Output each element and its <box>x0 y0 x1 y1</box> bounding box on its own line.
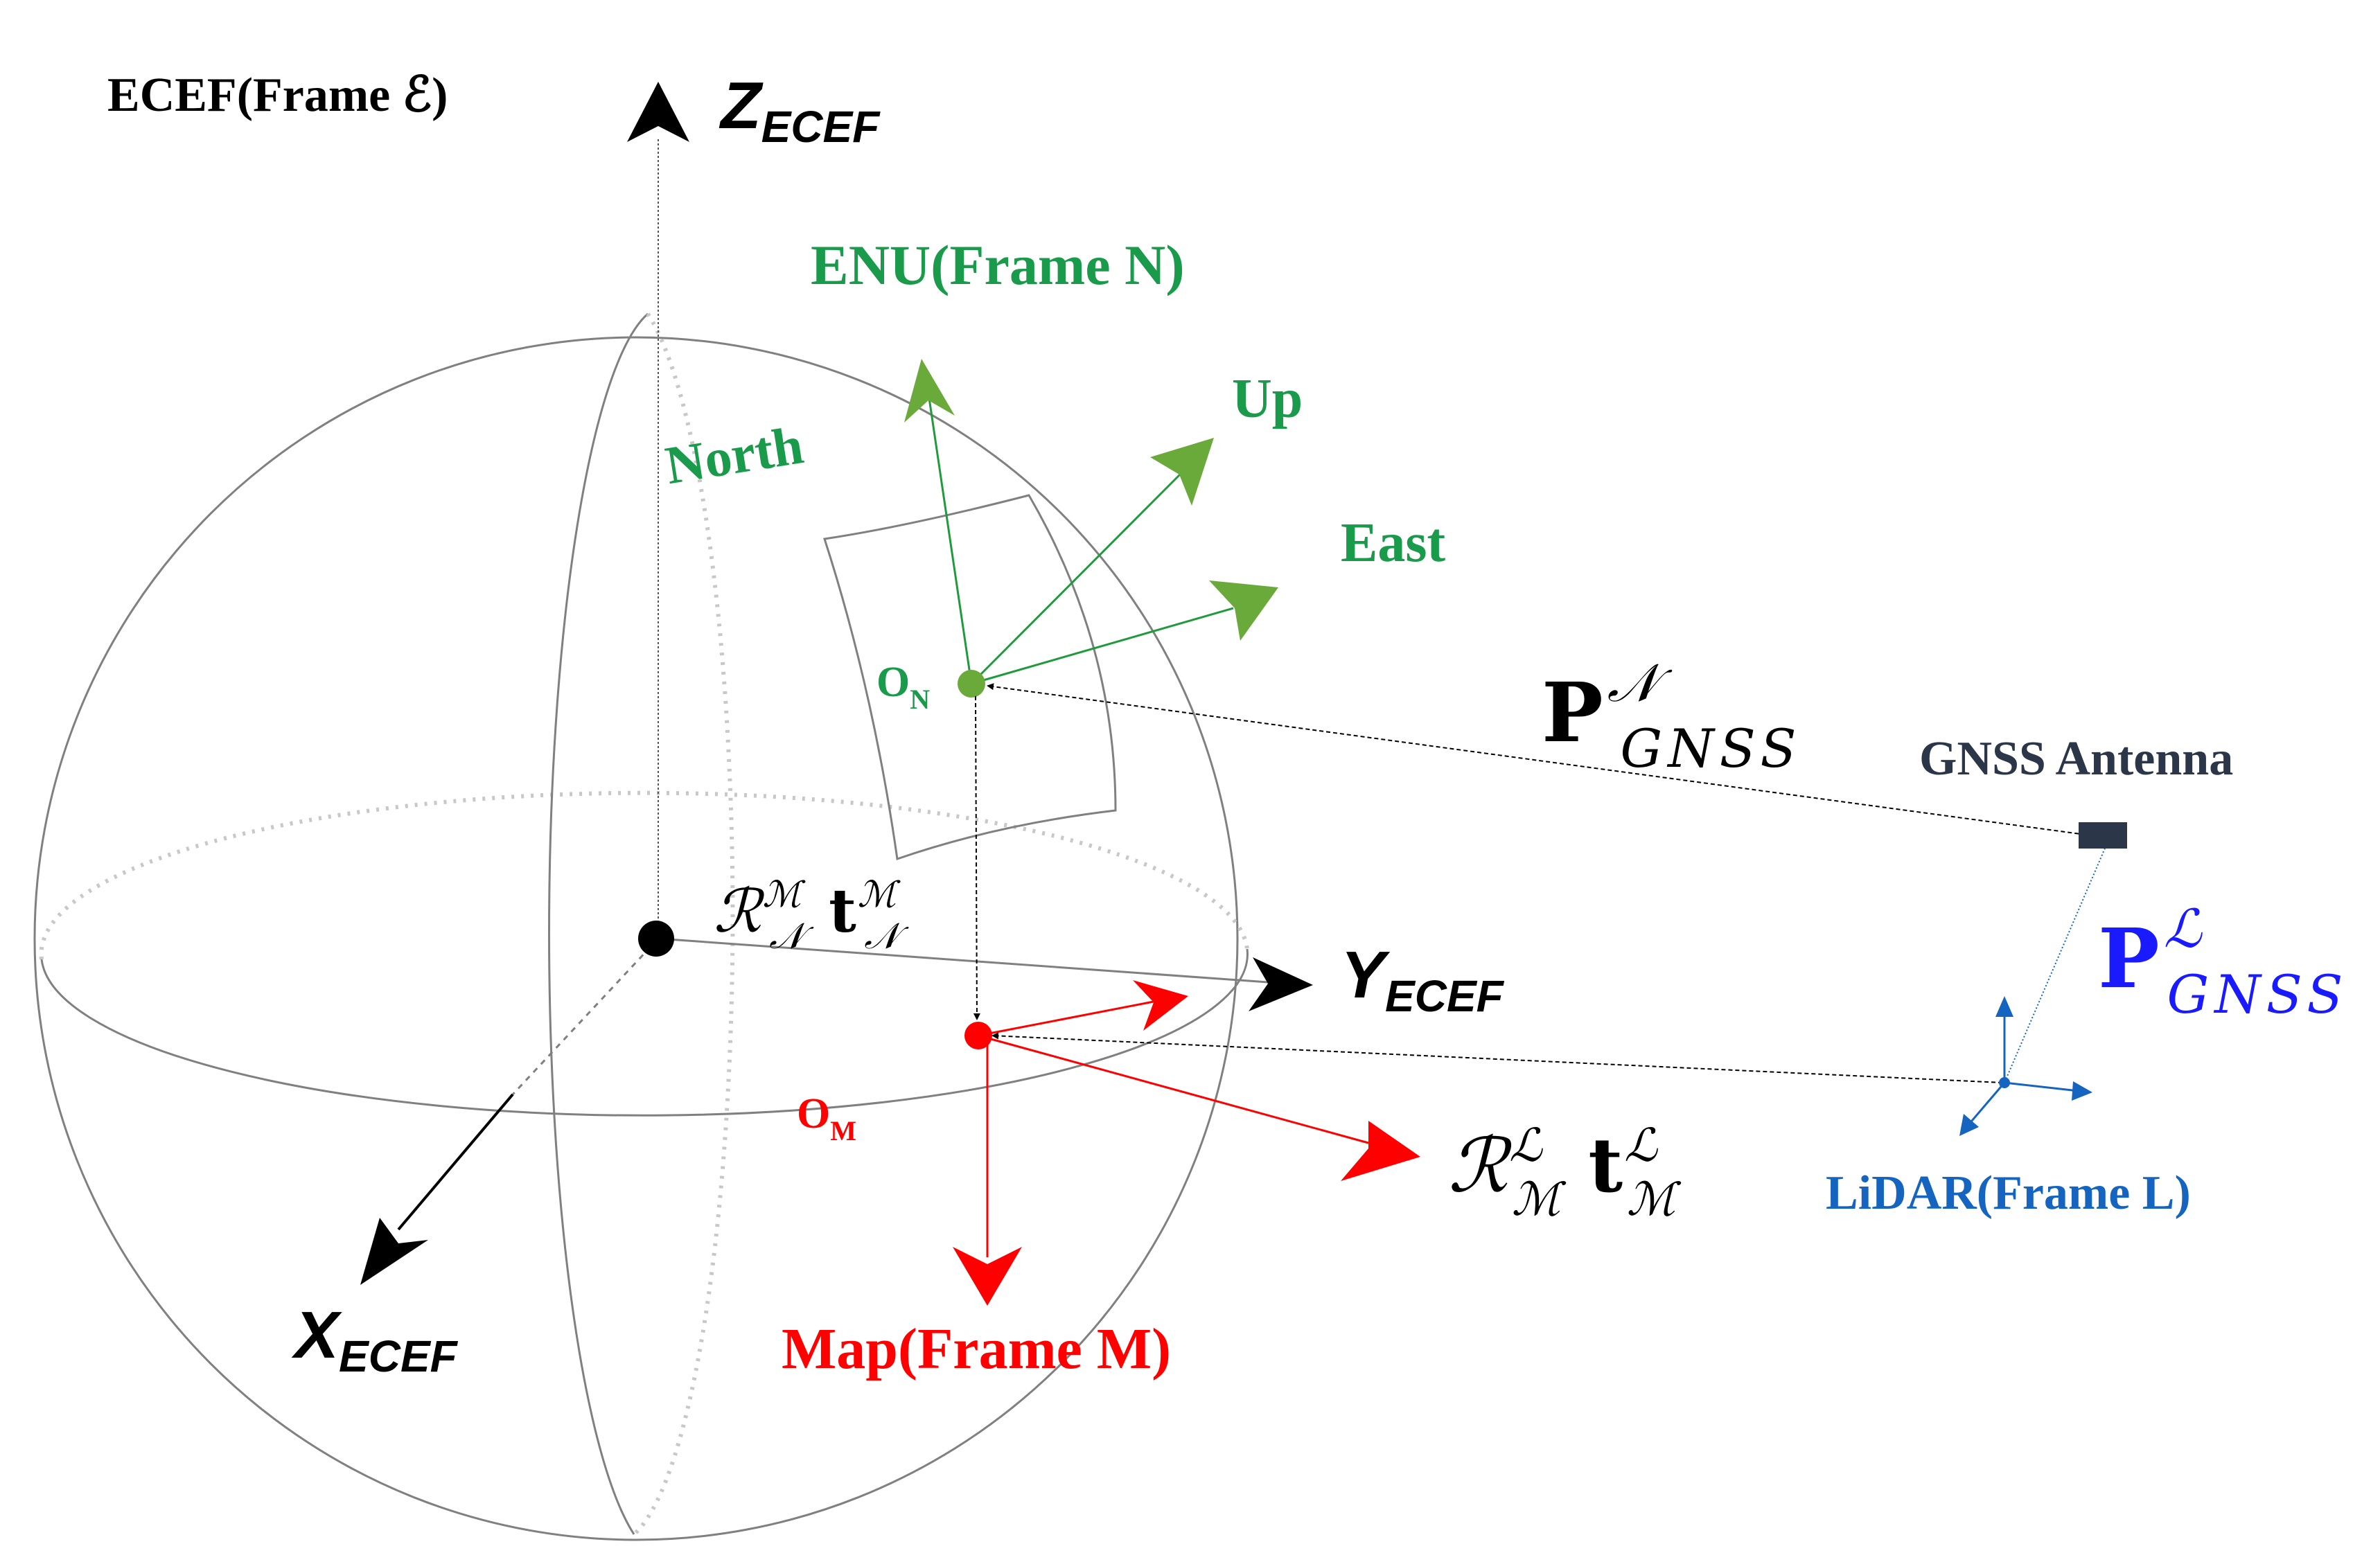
enu-origin-label: ON <box>876 659 930 715</box>
sensor-rig <box>1959 822 2127 1136</box>
lidar-title: LiDAR(Frame L) <box>1826 1166 2191 1220</box>
x-axis-arrowhead <box>360 1218 428 1285</box>
north-axis-arrowhead <box>904 359 955 423</box>
labels: ECEF(Frame ℰ) ZECEF YECEF XECEF ENU(Fram… <box>107 69 2349 1381</box>
meridian-front <box>548 312 649 1535</box>
lidar-to-map-link <box>991 1032 2003 1083</box>
sphere-outline <box>33 336 1239 1541</box>
x-axis-label: XECEF <box>291 1298 459 1381</box>
ecef-origin <box>638 921 674 957</box>
lidar-origin <box>1999 1077 2010 1088</box>
enu-title: ENU(Frame N) <box>811 233 1185 296</box>
map-origin-label: OM <box>797 1090 856 1146</box>
y-axis-label: YECEF <box>1341 938 1505 1021</box>
enu-to-map-link <box>973 695 980 1020</box>
enu-tangent-patch <box>823 494 1117 861</box>
map-axis-forward-line <box>978 1034 1369 1144</box>
map-axis-right-arrowhead <box>1133 980 1188 1031</box>
ecef-axes <box>360 82 1313 1285</box>
enu-frame <box>823 359 1278 861</box>
equator-back <box>39 790 1249 960</box>
up-axis-line <box>970 472 1183 685</box>
north-axis-line <box>927 393 973 684</box>
gnss-to-enu-link <box>987 683 2086 835</box>
east-label: East <box>1341 513 1445 574</box>
z-axis-arrowhead <box>627 82 689 142</box>
x-axis-line <box>397 1093 514 1231</box>
lidar-axis-right <box>2004 1081 2079 1092</box>
gnss-antenna-label: GNSS Antenna <box>1919 732 2233 786</box>
x-axis-line-hidden <box>511 937 660 1096</box>
gnss-antenna-icon <box>2079 822 2127 849</box>
enu-origin <box>958 670 985 698</box>
gnss-to-lidar-line <box>2004 844 2107 1083</box>
z-axis-label: ZECEF <box>719 69 881 152</box>
map-axis-down-arrowhead <box>953 1247 1022 1306</box>
map-origin <box>964 1022 992 1049</box>
y-axis-arrowhead <box>1249 957 1313 1011</box>
relation-lines <box>973 683 2086 1083</box>
north-label: North <box>661 414 806 495</box>
lidar-axis-up-arrowhead <box>1995 996 2013 1017</box>
meridian-back <box>633 312 735 1536</box>
lidar-axis-forward-arrowhead <box>1959 1114 1979 1136</box>
up-axis-arrowhead <box>1150 438 1214 506</box>
earth-sphere <box>33 312 1249 1541</box>
up-label: Up <box>1232 369 1303 429</box>
map-frame <box>953 980 1420 1306</box>
lidar-axis-right-arrowhead <box>2072 1081 2092 1101</box>
east-axis-line <box>971 607 1234 685</box>
map-axis-right-line <box>978 1000 1158 1037</box>
map-title: Map(Frame M) <box>782 1317 1171 1381</box>
lidar-axis-forward <box>1966 1082 2006 1126</box>
ecef-title: ECEF(Frame ℰ) <box>107 69 448 122</box>
y-axis-line <box>658 937 1269 984</box>
map-axis-forward-arrowhead <box>1341 1121 1420 1181</box>
equator-front <box>40 948 1249 1117</box>
east-axis-arrowhead <box>1209 580 1278 641</box>
